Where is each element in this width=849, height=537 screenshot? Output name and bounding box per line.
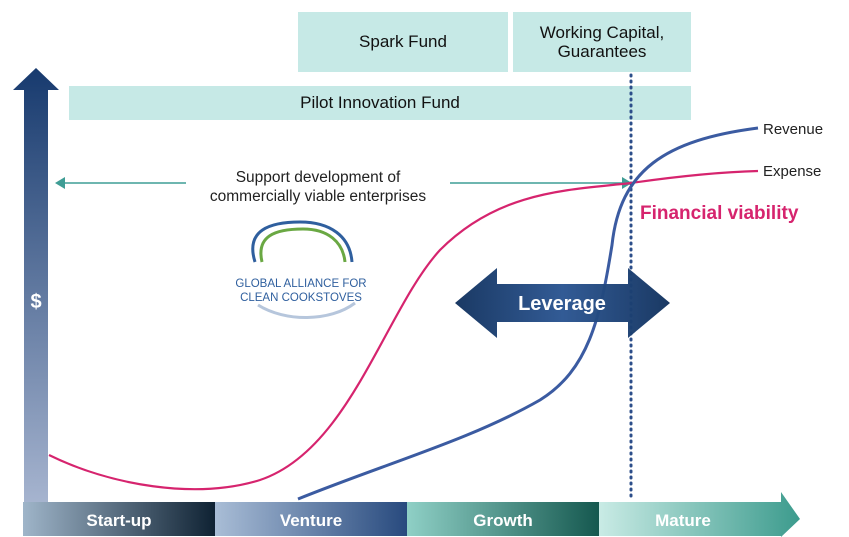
pilot-innovation-fund-box: Pilot Innovation Fund [69,86,691,120]
spark-fund-label: Spark Fund [359,32,447,51]
financial-viability-label: Financial viability [640,203,799,224]
y-axis-arrow [13,68,59,503]
working-capital-label-line1: Working Capital, [539,23,665,42]
working-capital-label-line2: Guarantees [557,42,647,61]
stage-growth-segment [407,502,599,536]
revenue-curve [297,126,759,501]
working-capital-box: Working Capital, Guarantees [513,12,691,72]
logo-line2: CLEAN COOKSTOVES [240,292,362,304]
support-text: Support development of commercially viab… [186,168,450,206]
spark-fund-box: Spark Fund [298,12,508,72]
stage-venture-label: Venture [280,511,342,530]
leverage-arrow: Leverage [455,268,670,338]
logo-line1: GLOBAL ALLIANCE FOR [235,278,366,290]
stage-bar: Start-up Venture Growth Mature [23,492,800,537]
stage-startup-segment [23,502,215,536]
expense-label: Expense [763,163,821,180]
support-text-line1: Support development of [235,169,401,186]
stage-growth-label: Growth [473,511,533,530]
stage-venture-segment [215,502,407,536]
expense-curve [48,169,759,491]
stage-mature-label: Mature [655,511,711,530]
revenue-label: Revenue [763,121,823,138]
stage-mature-segment [599,492,800,537]
logo-arc-blue [251,220,354,263]
logo-swoosh [257,301,356,319]
logo-arc-green [259,227,347,263]
support-text-line2: commercially viable enterprises [209,188,427,205]
gacc-logo: GLOBAL ALLIANCE FOR CLEAN COOKSTOVES [235,220,367,319]
leverage-label: Leverage [518,293,606,315]
stage-startup-label: Start-up [86,511,151,530]
pilot-innovation-fund-label: Pilot Innovation Fund [300,93,460,112]
y-axis-symbol: $ [30,291,41,313]
